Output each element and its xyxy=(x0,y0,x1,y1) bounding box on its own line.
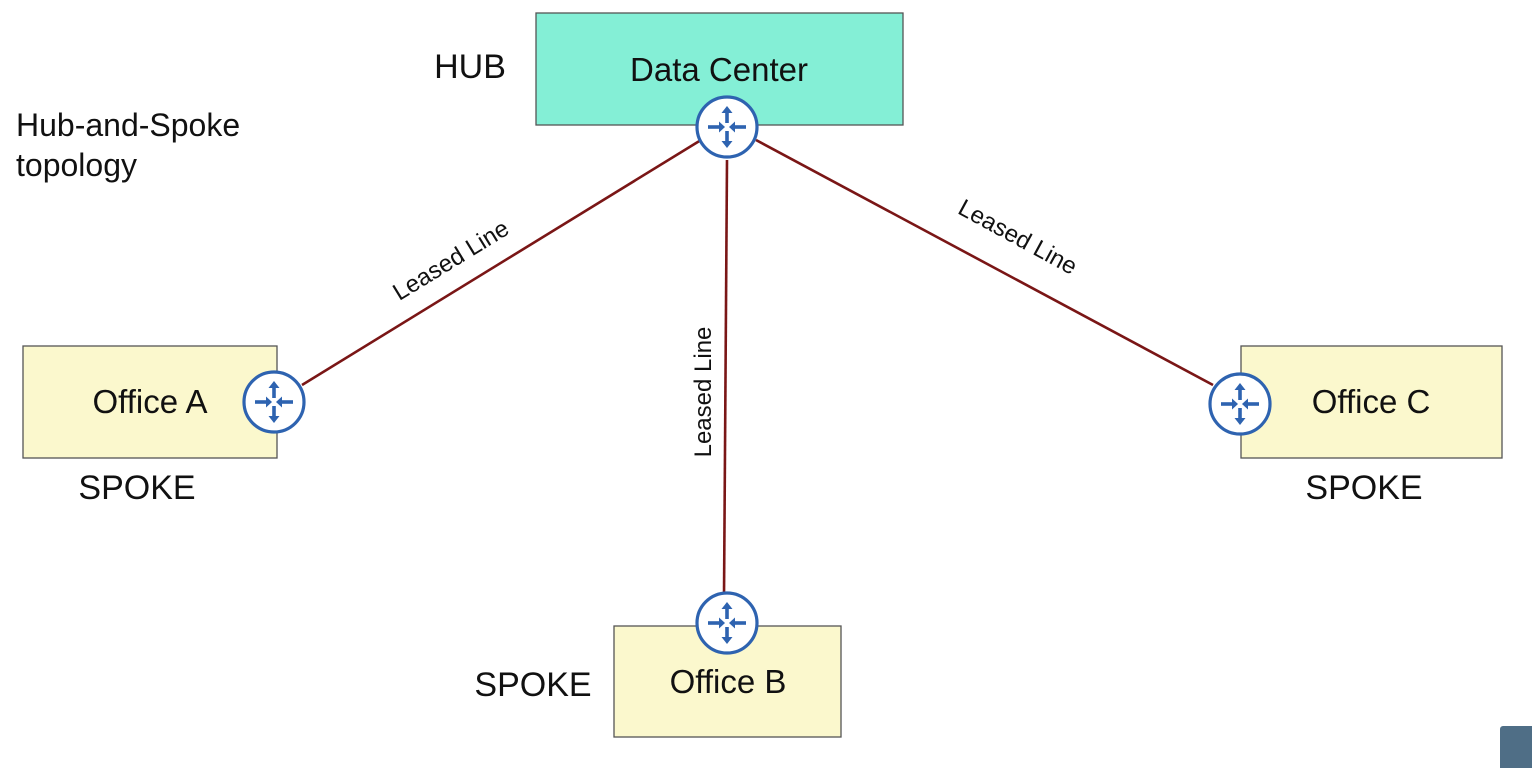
office-a-box xyxy=(22,345,278,459)
office-c-name: Office C xyxy=(1312,383,1431,420)
link-hub-to-office-b xyxy=(722,159,729,597)
diagram-title-line-2: topology xyxy=(16,147,137,183)
link-hub-to-office-c xyxy=(755,138,1214,387)
router-icon xyxy=(695,591,759,655)
office-a-name: Office A xyxy=(93,383,208,420)
cloud-logo-icon xyxy=(1500,726,1532,768)
diagram-title: Hub-and-Spoke xyxy=(16,107,240,143)
router-icon xyxy=(242,370,306,434)
office-c-role-label: SPOKE xyxy=(1305,469,1422,507)
link-label-office-c: Leased Line xyxy=(954,194,1082,280)
hub-name: Data Center xyxy=(630,51,808,88)
hub-role-label: HUB xyxy=(434,48,506,86)
office-b-name: Office B xyxy=(670,663,787,700)
router-icon xyxy=(695,95,759,159)
office-c-box xyxy=(1240,345,1503,459)
office-b-role-label: SPOKE xyxy=(474,666,591,704)
office-a-role-label: SPOKE xyxy=(78,469,195,507)
link-label-office-b: Leased Line xyxy=(690,327,717,458)
router-icon xyxy=(1208,372,1272,436)
link-hub-to-office-a xyxy=(301,138,702,387)
